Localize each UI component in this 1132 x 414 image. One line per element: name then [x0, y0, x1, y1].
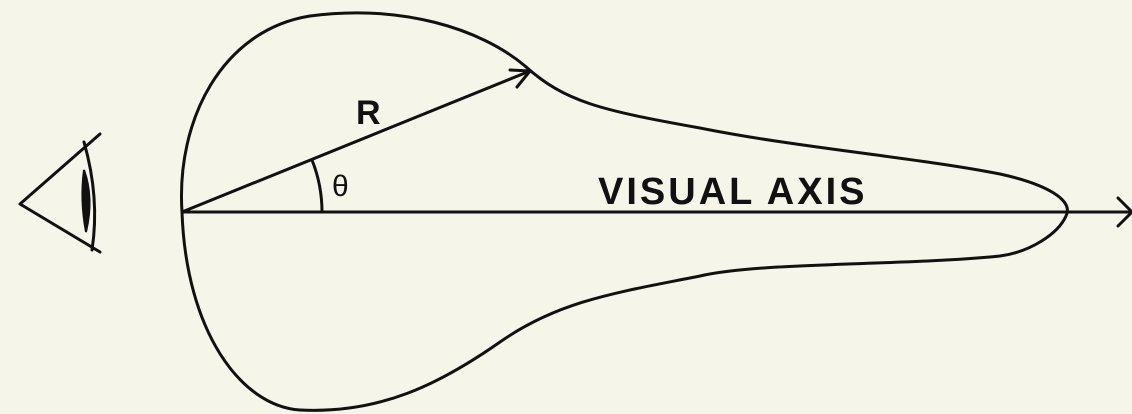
angle-label: θ [332, 170, 349, 203]
visual-axis-label: VISUAL AXIS [598, 171, 868, 213]
radius-label: R [356, 94, 381, 132]
angle-arc [312, 160, 322, 212]
radius-vector-line [182, 71, 530, 212]
eye-icon [20, 134, 100, 252]
